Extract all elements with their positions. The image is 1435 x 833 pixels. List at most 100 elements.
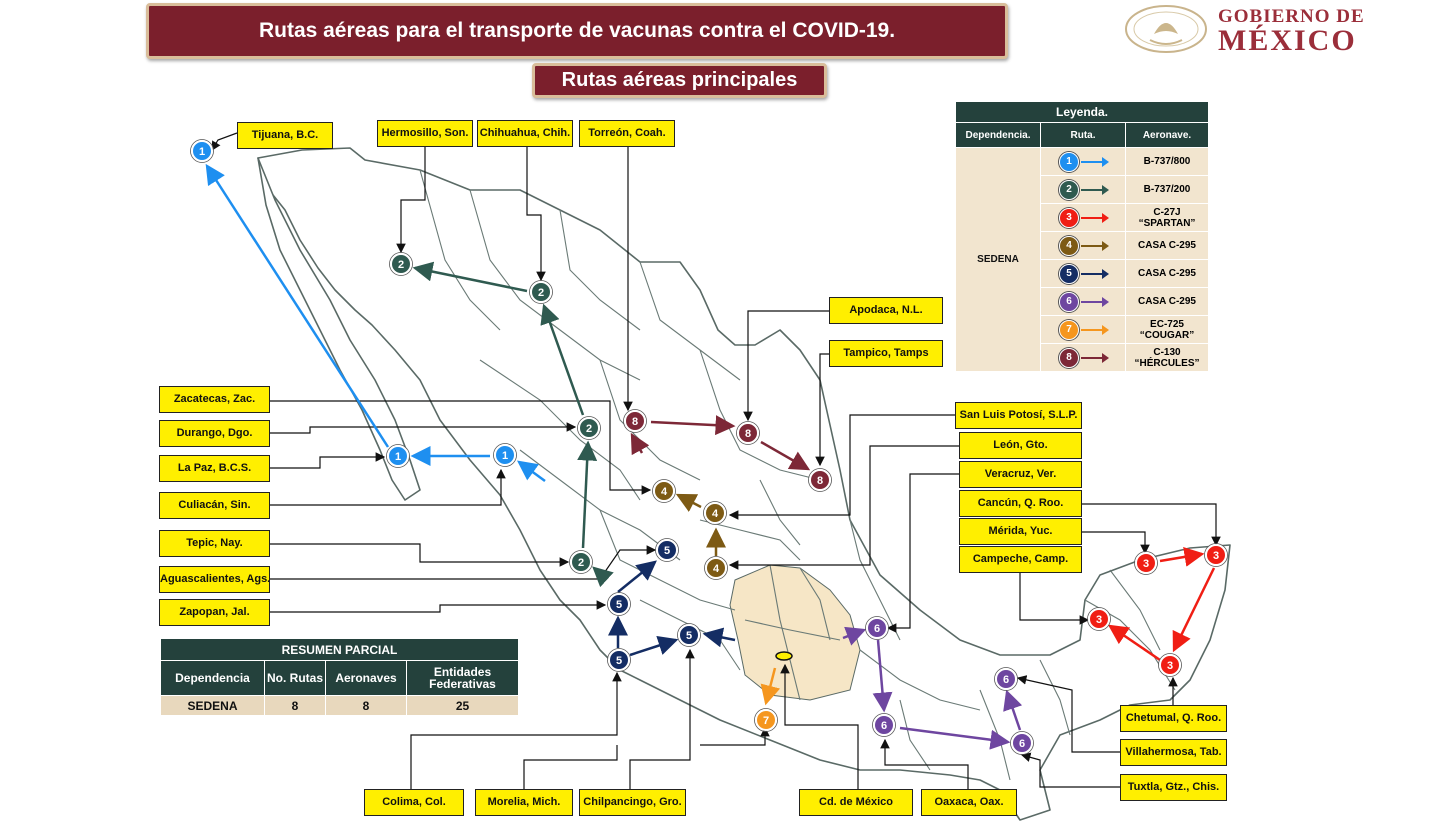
label-hermosillo: Hermosillo, Son. xyxy=(377,120,473,147)
label-campeche: Campeche, Camp. xyxy=(959,546,1082,573)
svg-text:2: 2 xyxy=(538,287,544,299)
route-markers: 1 1 1 2 2 2 2 3 3 3 3 4 4 4 5 5 5 5 6 6 6 6 7 8 8 8 xyxy=(190,139,1228,755)
arrow-icon xyxy=(1081,352,1109,363)
summary-dependencia: SEDENA xyxy=(160,695,265,716)
svg-text:3: 3 xyxy=(1096,614,1102,626)
page-title: Rutas aéreas para el transporte de vacun… xyxy=(146,3,1008,59)
route-marker-5: 5 xyxy=(607,592,631,616)
route-badge-icon: 2 xyxy=(1059,179,1079,200)
label-apodaca: Apodaca, N.L. xyxy=(829,297,943,324)
legend-aircraft: EC-725“COUGAR” xyxy=(1125,315,1209,344)
legend-aircraft: CASA C-295 xyxy=(1125,231,1209,260)
route-marker-3: 3 xyxy=(1134,551,1158,575)
route-marker-7: 7 xyxy=(754,708,778,732)
label-veracruz: Veracruz, Ver. xyxy=(959,461,1082,488)
legend-col-aeronave: Aeronave. xyxy=(1125,122,1209,148)
svg-text:2: 2 xyxy=(586,423,592,435)
route-badge-icon: 6 xyxy=(1059,291,1079,312)
logo-line-2: MÉXICO xyxy=(1218,24,1357,57)
route-marker-3: 3 xyxy=(1087,607,1111,631)
legend-aircraft: B-737/200 xyxy=(1125,175,1209,204)
legend-route-cell: 3 xyxy=(1040,203,1126,232)
label-culiacan: Culiacán, Sin. xyxy=(159,492,270,519)
route-marker-8: 8 xyxy=(808,468,832,492)
legend-aircraft: C-27J“SPARTAN” xyxy=(1125,203,1209,232)
svg-text:2: 2 xyxy=(398,259,404,271)
route-marker-6: 6 xyxy=(872,713,896,737)
label-tepic: Tepic, Nay. xyxy=(159,530,270,557)
label-morelia: Morelia, Mich. xyxy=(475,789,573,816)
svg-text:1: 1 xyxy=(502,450,508,462)
route-marker-2: 2 xyxy=(577,416,601,440)
page-subtitle: Rutas aéreas principales xyxy=(532,63,827,98)
legend-route-cell: 4 xyxy=(1040,231,1126,260)
svg-text:1: 1 xyxy=(199,146,205,158)
route-badge-icon: 3 xyxy=(1059,207,1079,228)
route-marker-5: 5 xyxy=(607,648,631,672)
svg-text:5: 5 xyxy=(616,599,622,611)
legend-route-cell: 1 xyxy=(1040,147,1126,176)
arrow-icon xyxy=(1081,268,1109,279)
label-colima: Colima, Col. xyxy=(364,789,464,816)
summary-rutas: 8 xyxy=(264,695,326,716)
label-cdmx: Cd. de México xyxy=(799,789,913,816)
arrow-icon xyxy=(1081,184,1109,195)
route-marker-5: 5 xyxy=(655,538,679,562)
arrow-icon xyxy=(1081,240,1109,251)
route-marker-8: 8 xyxy=(736,421,760,445)
route-marker-1: 1 xyxy=(493,443,517,467)
label-leon: León, Gto. xyxy=(959,432,1082,459)
route-marker-1: 1 xyxy=(190,139,214,163)
legend-route-cell: 6 xyxy=(1040,287,1126,316)
route-badge-icon: 7 xyxy=(1059,319,1079,340)
svg-text:3: 3 xyxy=(1213,550,1219,562)
legend-dependencia: SEDENA xyxy=(955,147,1041,372)
summary-table: RESUMEN PARCIAL Dependencia No. Rutas Ae… xyxy=(160,638,519,716)
svg-text:6: 6 xyxy=(874,623,880,635)
label-merida: Mérida, Yuc. xyxy=(959,518,1082,545)
summary-col-aeronaves: Aeronaves xyxy=(325,660,407,696)
route-marker-4: 4 xyxy=(652,479,676,503)
svg-text:7: 7 xyxy=(763,715,769,727)
label-tuxtla: Tuxtla, Gtz., Chis. xyxy=(1120,774,1227,801)
route-marker-3: 3 xyxy=(1158,653,1182,677)
label-zapopan: Zapopan, Jal. xyxy=(159,599,270,626)
legend-route-cell: 7 xyxy=(1040,315,1126,344)
label-aguascalientes: Aguascalientes, Ags. xyxy=(159,566,270,593)
label-slp: San Luis Potosí, S.L.P. xyxy=(955,402,1082,429)
label-oaxaca: Oaxaca, Oax. xyxy=(921,789,1017,816)
legend-route-cell: 8 xyxy=(1040,343,1126,372)
svg-text:8: 8 xyxy=(632,416,638,428)
svg-text:5: 5 xyxy=(686,630,692,642)
legend-aircraft: C-130“HÉRCULES” xyxy=(1125,343,1209,372)
arrow-icon xyxy=(1081,296,1109,307)
route-marker-2: 2 xyxy=(569,550,593,574)
route-arrows xyxy=(205,163,1216,750)
svg-text:5: 5 xyxy=(664,545,670,557)
label-lapaz: La Paz, B.C.S. xyxy=(159,455,270,482)
summary-col-rutas: No. Rutas xyxy=(264,660,326,696)
label-chetumal: Chetumal, Q. Roo. xyxy=(1120,705,1227,732)
svg-text:6: 6 xyxy=(881,720,887,732)
cdmx-airport-icon xyxy=(775,651,793,661)
legend-aircraft: B-737/800 xyxy=(1125,147,1209,176)
summary-entidades: 25 xyxy=(406,695,519,716)
route-marker-4: 4 xyxy=(703,501,727,525)
svg-text:2: 2 xyxy=(578,557,584,569)
legend-table: Leyenda. Dependencia. Ruta. Aeronave. SE… xyxy=(955,101,1209,372)
svg-text:3: 3 xyxy=(1167,660,1173,672)
svg-text:4: 4 xyxy=(712,508,719,520)
route-marker-2: 2 xyxy=(529,280,553,304)
svg-text:6: 6 xyxy=(1003,674,1009,686)
route-marker-1: 1 xyxy=(386,444,410,468)
legend-route-cell: 2 xyxy=(1040,175,1126,204)
label-tijuana: Tijuana, B.C. xyxy=(237,122,333,149)
arrow-icon xyxy=(1081,212,1109,223)
legend-col-ruta: Ruta. xyxy=(1040,122,1126,148)
label-chilpancingo: Chilpancingo, Gro. xyxy=(579,789,686,816)
arrow-icon xyxy=(1081,156,1109,167)
legend-aircraft: CASA C-295 xyxy=(1125,259,1209,288)
country-outline xyxy=(257,147,1231,821)
summary-title: RESUMEN PARCIAL xyxy=(160,638,519,661)
